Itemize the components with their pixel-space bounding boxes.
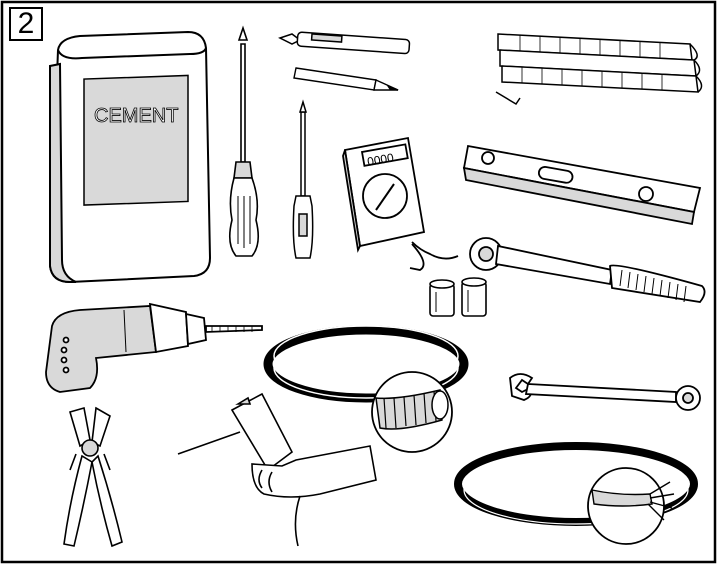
step-number-badge: 2 <box>9 7 43 41</box>
socket-set-icon <box>429 277 487 317</box>
voltage-tester-icon <box>292 99 314 259</box>
wire-stripper-icon <box>63 406 123 548</box>
welding-torch-icon <box>177 392 377 547</box>
pencil-icon <box>293 67 399 91</box>
cement-bag: CEMENT <box>48 30 212 284</box>
spirit-level-icon <box>462 144 702 226</box>
multimeter-display: 0000 <box>366 150 395 168</box>
cable-coil-icon <box>454 442 698 545</box>
folding-rule-icon <box>495 33 703 106</box>
utility-knife-icon <box>278 31 411 55</box>
power-drill-icon <box>45 302 263 393</box>
screwdriver-icon <box>228 25 260 257</box>
ratchet-wrench-icon <box>469 237 706 303</box>
combination-wrench-icon <box>509 373 701 411</box>
multimeter-icon: 0000 <box>342 136 459 271</box>
cement-label: CEMENT <box>94 105 178 127</box>
hose-coil-icon <box>263 325 469 453</box>
